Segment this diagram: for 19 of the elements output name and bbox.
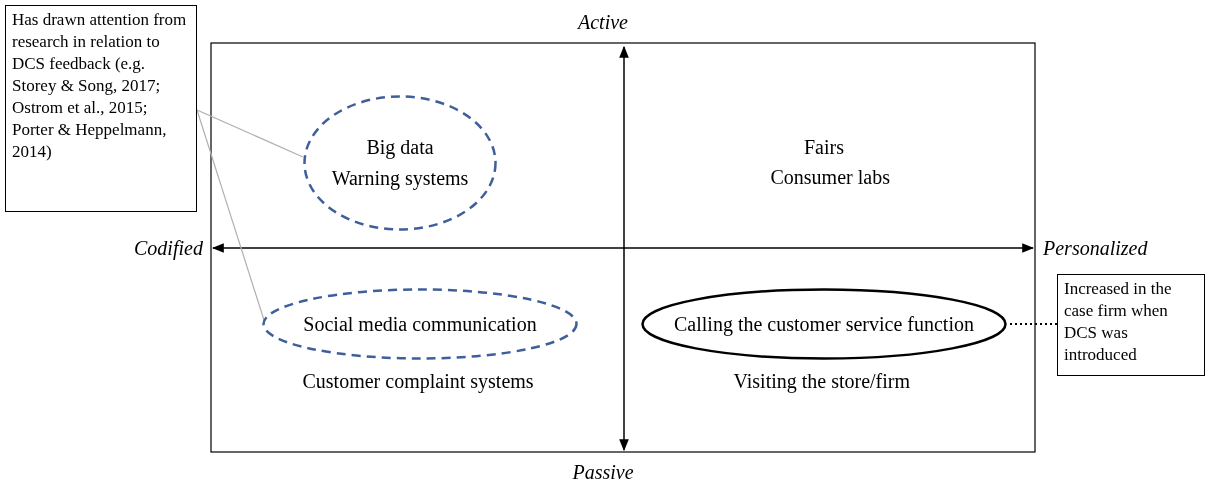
axis-label: Active [578, 10, 628, 34]
ellipse-text: Big data [366, 136, 434, 159]
ellipse-text: Warning systems [331, 167, 469, 190]
leader-line [196, 109, 304, 158]
callout-box: Increased in the case firm when DCS was introduced [1057, 274, 1205, 376]
axis-label: Passive [572, 460, 634, 484]
quadrant-item: Consumer labs [770, 165, 890, 189]
quadrant-item: Visiting the store/firm [733, 369, 911, 393]
dashed-ellipse [303, 95, 497, 231]
axis-label: Personalized [1043, 236, 1148, 260]
ellipse-text: Social media communication [303, 312, 537, 336]
ellipse-text: Calling the customer service function [674, 312, 974, 336]
dashed-ellipse [262, 288, 578, 360]
quadrant-item: Customer complaint systems [302, 369, 534, 393]
axis-label: Codified [134, 236, 203, 260]
quadrant-item: Fairs [804, 135, 844, 159]
ellipse [641, 288, 1007, 360]
callout-box: Has drawn attention from research in relation to DCS feedback (e.g. Storey & Song, 2017; Ostrom et al., 2015; Porter & Heppelmann, 2014) [5, 5, 197, 212]
leader-line [196, 109, 265, 321]
